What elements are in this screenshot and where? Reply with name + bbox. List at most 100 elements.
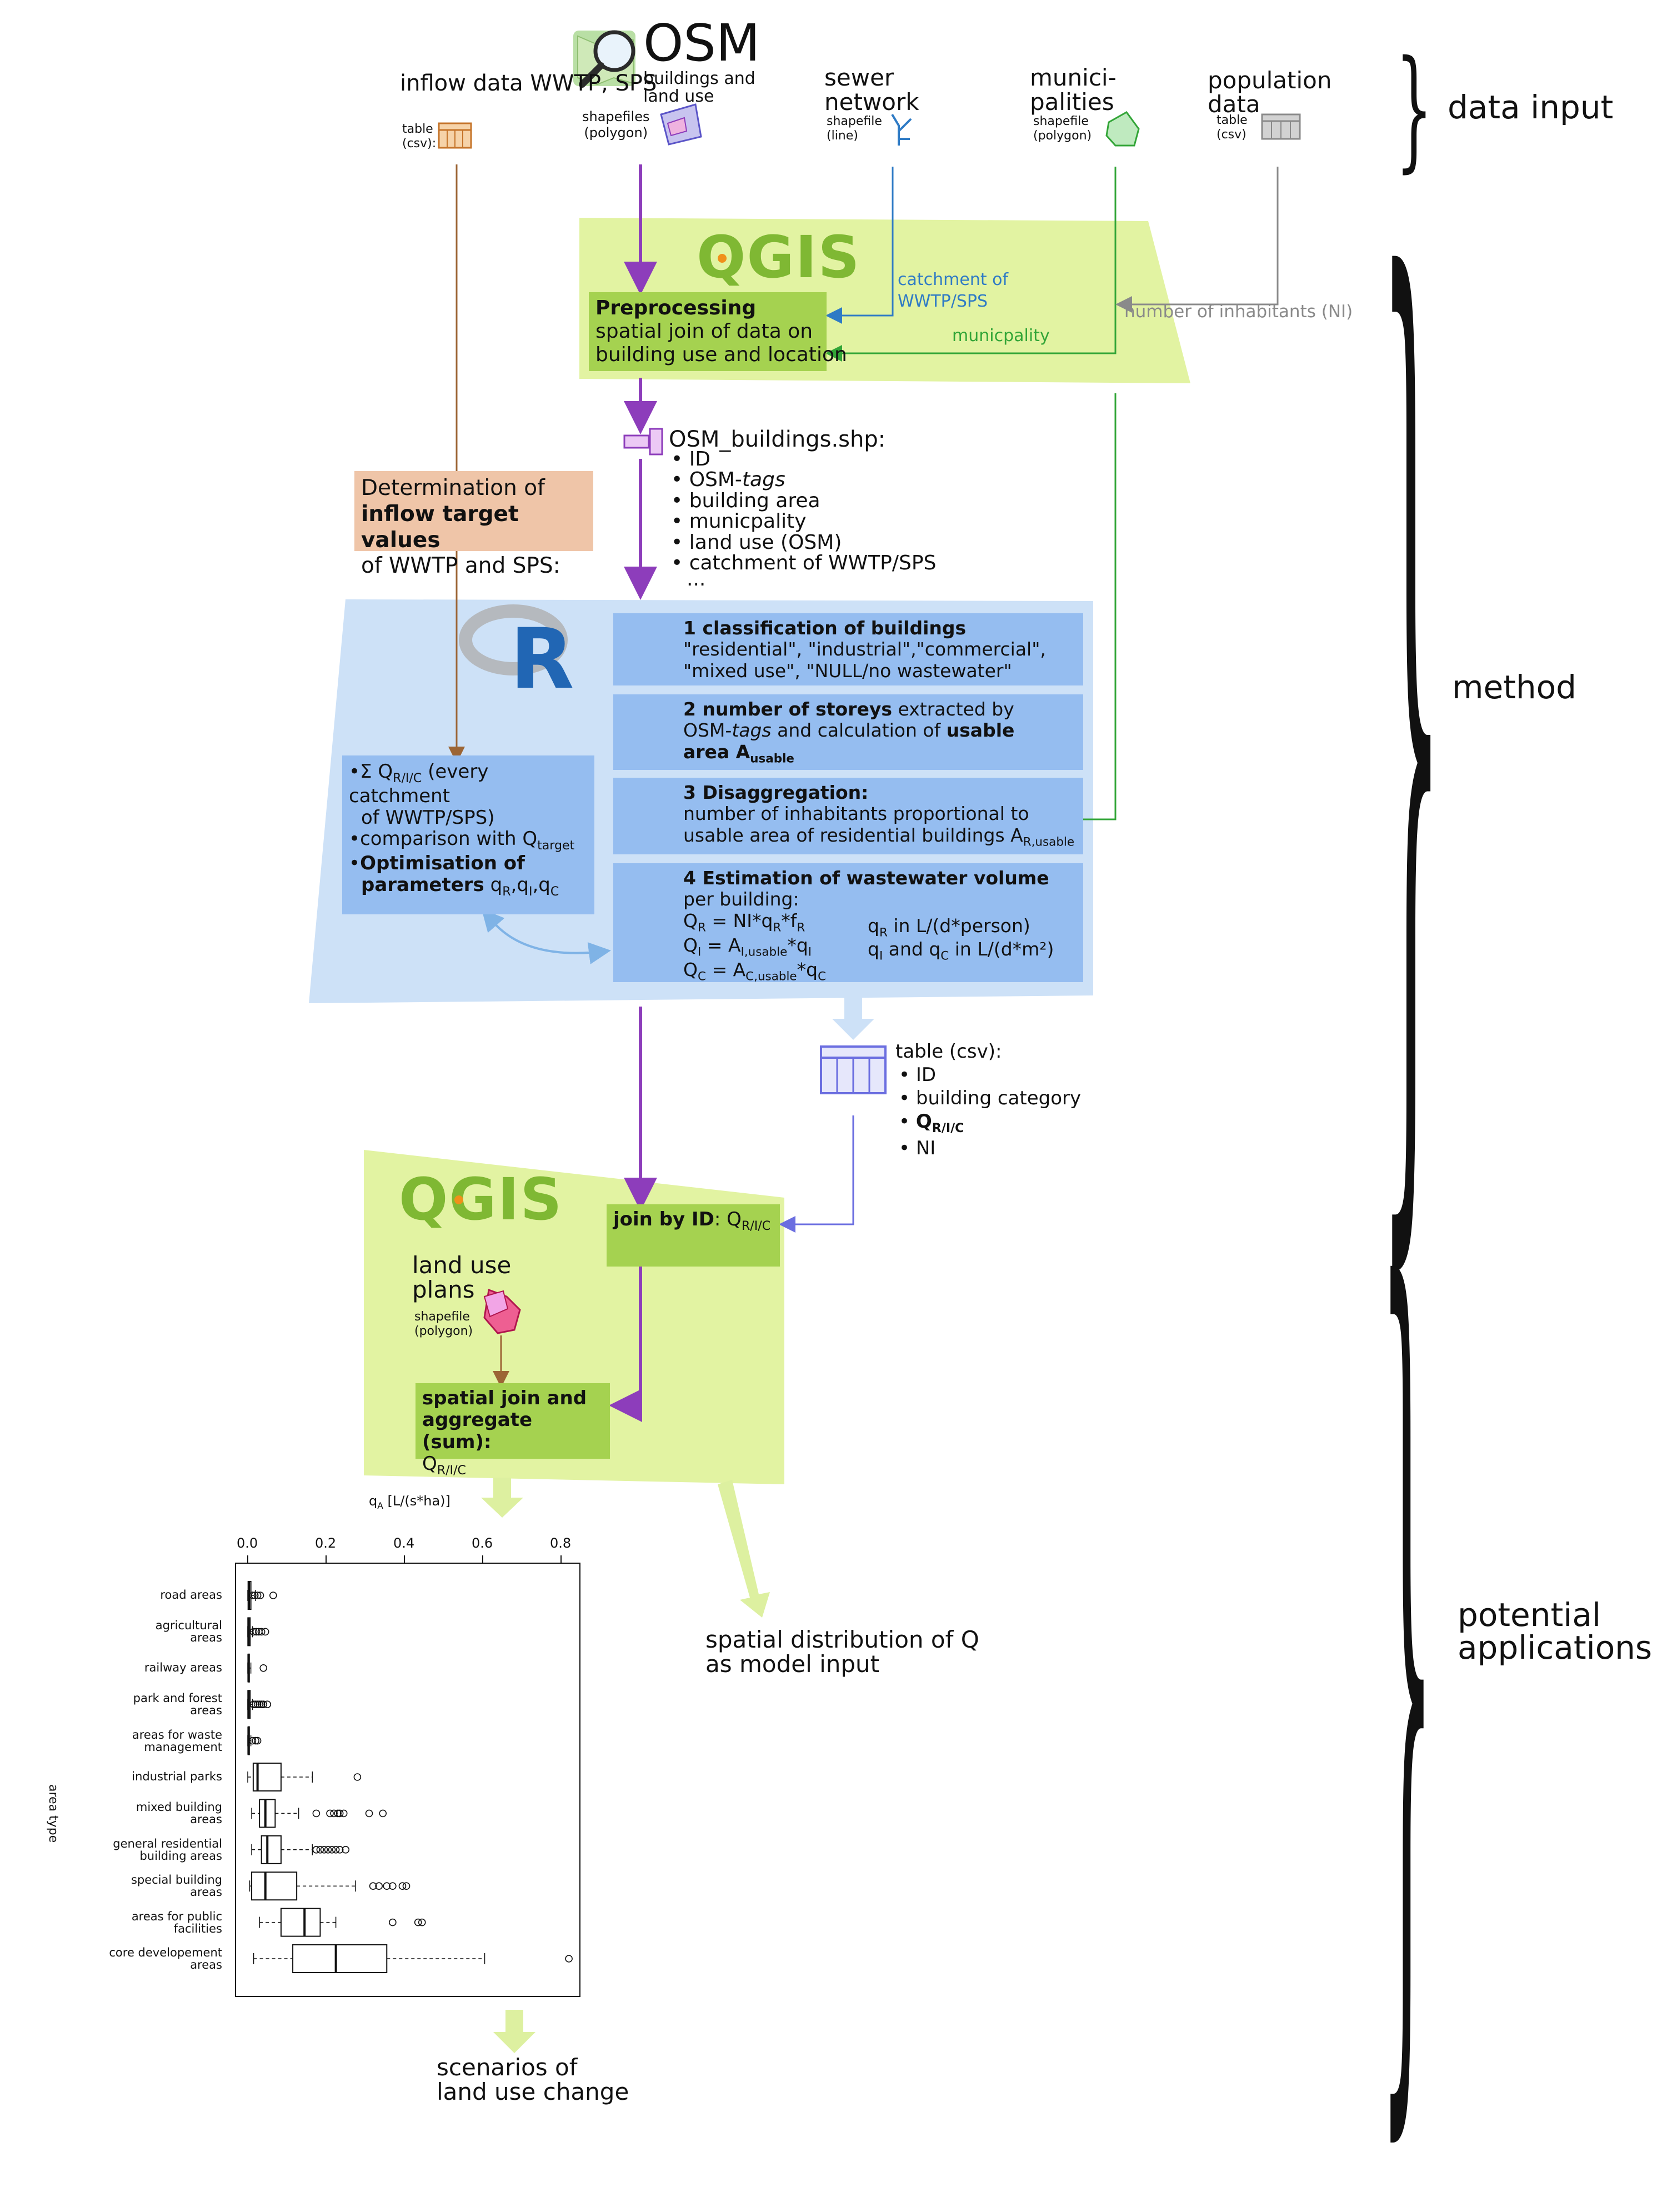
outlier-point	[320, 1846, 328, 1854]
table-output-item: QR/I/C	[899, 1110, 1081, 1136]
preprocessing-title: Preprocessing	[595, 297, 757, 319]
scenarios-text: scenarios of land use change	[437, 2054, 629, 2105]
y-category-label: areas for waste management	[132, 1728, 222, 1754]
outlier-point	[259, 1664, 268, 1672]
optimisation-parameters: parameters	[361, 874, 484, 897]
step3-title: 3 Disaggregation:	[683, 782, 869, 803]
outlier-point	[342, 1846, 350, 1854]
step3-text2: usable area of residential buildings A	[683, 824, 1023, 846]
outlier-point	[402, 1882, 411, 1890]
box-iqr	[280, 1908, 321, 1937]
step2-text1: extracted by	[892, 698, 1014, 720]
preprocessing-box: Preprocessing spatial join of data on bu…	[589, 292, 847, 371]
y-category-label: special building areas	[131, 1873, 222, 1899]
osm-buildings-icon	[623, 428, 663, 456]
outlier-point	[375, 1882, 383, 1890]
plot-frame	[235, 1563, 580, 1997]
qgis-logo-bottom: QGIS	[399, 1165, 563, 1233]
x-tick-label: 0.0	[237, 1535, 258, 1551]
arrow-table-to-join	[779, 1115, 854, 1233]
join-by-id-title: join by ID	[613, 1208, 714, 1230]
arrow-population-to-preprocessing	[1115, 167, 1279, 313]
shapefile-polygon-icon	[660, 103, 702, 146]
step2-title: 2 number of storeys	[683, 698, 893, 720]
land-use-plans-title: land use plans	[412, 1252, 512, 1303]
box-4	[247, 1726, 262, 1755]
svg-text:R: R	[510, 611, 574, 708]
step4-unit-qic: qI and qC in L/(d*m²)	[868, 938, 1054, 963]
step4-formula-qi: QI = AI,usable*qI	[683, 934, 812, 959]
outlier-point	[353, 1773, 362, 1781]
outlier-point	[257, 1700, 266, 1708]
osm-format: shapefiles (polygon)	[582, 109, 650, 141]
step2-text2: OSM-	[683, 719, 732, 742]
osm-logo-icon	[573, 30, 635, 88]
optimisation-sum-sub: R/I/C	[393, 770, 422, 785]
y-category-label: core developement areas	[109, 1946, 222, 1972]
box-3	[247, 1690, 272, 1719]
inflow-target-box: Determination of inflow target values of…	[354, 471, 593, 578]
inflow-data-title: inflow data WWTP, SPS	[400, 71, 657, 96]
boxplot-xlabel-unit: [L/(s*ha)]	[387, 1493, 450, 1509]
x-tick-label: 0.8	[550, 1535, 572, 1551]
output-table-icon	[820, 1045, 887, 1094]
sewer-network-title: sewer network	[824, 64, 919, 116]
step4-formula-qc: QC = AC,usable*qC	[683, 959, 827, 984]
outlier-point	[256, 1700, 263, 1708]
table-output-item: NI	[899, 1137, 1081, 1160]
optimisation-title: Optimisation of	[360, 852, 525, 875]
join-by-id-sub: R/I/C	[741, 1218, 771, 1233]
osm-buildings-item: ID	[671, 449, 936, 470]
outlier-point	[261, 1628, 269, 1636]
step4-title: 4 Estimation of wastewater volume	[683, 867, 1049, 889]
step4-unit2: in L/(d*m²)	[954, 938, 1054, 960]
outlier-point	[328, 1846, 336, 1854]
box-2	[247, 1653, 268, 1683]
outlier-point	[249, 1628, 258, 1636]
optimisation-catchment: of WWTP/SPS)	[361, 806, 495, 829]
outlier-point	[326, 1809, 334, 1818]
outlier-point	[269, 1592, 277, 1599]
municipalities-title: munici- palities	[1030, 64, 1117, 116]
box-9	[259, 1908, 426, 1937]
box-5	[247, 1763, 362, 1791]
step2-area-sub: usable	[750, 752, 794, 766]
step1-box: 1 classification of buildings "residenti…	[613, 613, 1083, 685]
y-category-label: general residential building areas	[113, 1836, 222, 1863]
outlier-point	[339, 1809, 348, 1818]
outlier-point	[312, 1846, 321, 1854]
step3-text1: number of inhabitants proportional to	[683, 803, 1029, 825]
box-8	[249, 1871, 411, 1901]
y-category-label: areas for public facilities	[131, 1909, 222, 1935]
outlier-point	[414, 1918, 422, 1926]
optimisation-comparison: comparison with Q	[360, 828, 538, 850]
boxplot-xlabel-sub: A	[377, 1500, 383, 1511]
inhabitants-label: number of inhabitants (NI)	[1124, 302, 1353, 322]
outlier-point	[398, 1882, 407, 1890]
arrow-to-scenarios	[493, 2010, 535, 2053]
box-iqr	[261, 1835, 282, 1864]
outlier-point	[312, 1809, 321, 1818]
table-output-item: ID	[899, 1063, 1081, 1087]
step1-title: 1 classification of buildings	[683, 617, 967, 639]
boxplot-chart	[235, 1555, 580, 1997]
spatial-join-line2: aggregate (sum):	[422, 1409, 533, 1453]
box-1	[247, 1617, 269, 1647]
outlier-point	[379, 1809, 387, 1818]
optimisation-sum: Σ Q	[360, 760, 393, 783]
spatial-join-line1: spatial join and	[422, 1387, 587, 1409]
outlier-point	[365, 1809, 373, 1818]
y-category-label: mixed building areas	[136, 1800, 222, 1826]
outlier-point	[389, 1882, 397, 1890]
osm-buildings-item: land use (OSM)	[671, 532, 936, 553]
x-tick-label: 0.4	[393, 1535, 415, 1551]
sewer-network-icon	[891, 113, 912, 146]
step2-box: 2 number of storeys extracted by OSM-tag…	[613, 694, 1083, 770]
method-brace: }	[1380, 71, 1443, 1351]
optimisation-sum-rest: (every catchment	[349, 760, 489, 807]
boxplot-xlabel-q: q	[369, 1493, 378, 1509]
outlier-point	[252, 1700, 259, 1708]
y-category-label: road areas	[160, 1588, 222, 1602]
outlier-point	[252, 1628, 261, 1636]
arrow-to-boxplot	[481, 1478, 523, 1518]
